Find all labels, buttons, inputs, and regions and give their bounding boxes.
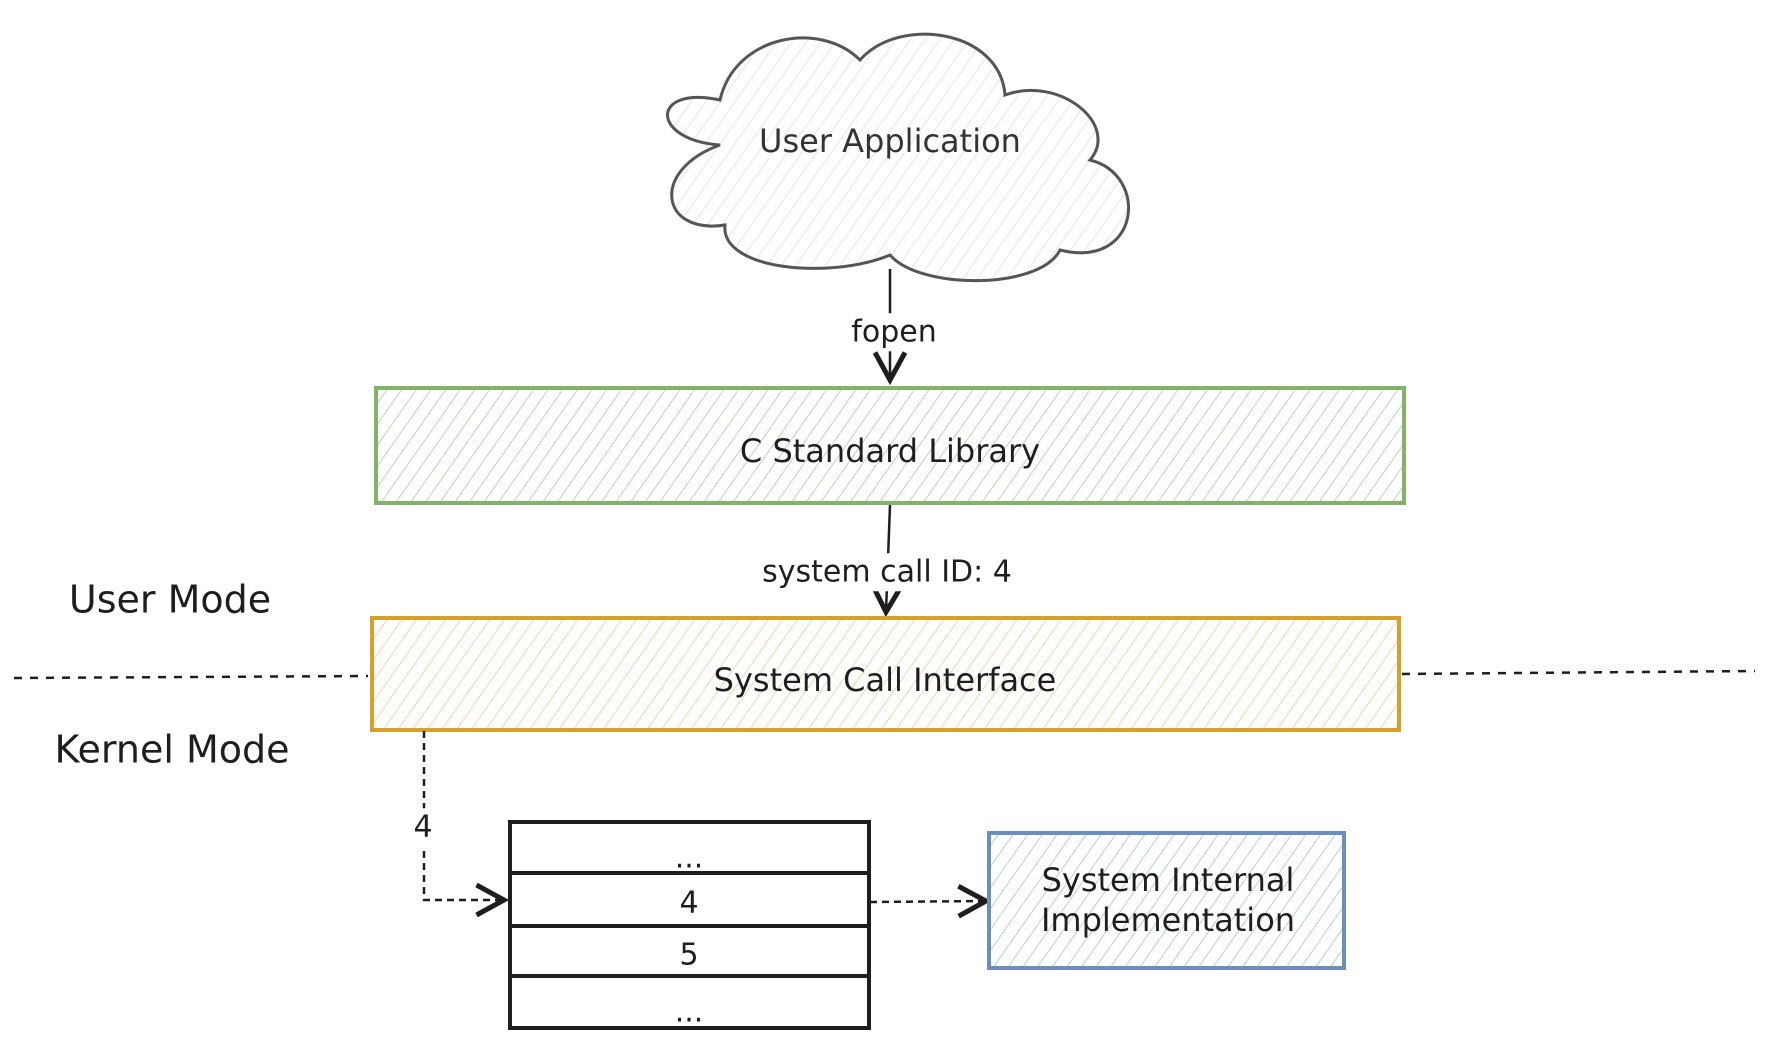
table-cell: ... <box>674 994 704 1030</box>
label-line-2: Implementation <box>1040 901 1296 939</box>
kernel-mode-label: Kernel Mode <box>54 727 290 772</box>
mode-divider-left <box>13 674 369 680</box>
syscall-table <box>508 820 871 1030</box>
user-application-label: User Application <box>759 122 1021 160</box>
table-cell: ... <box>674 840 704 876</box>
mode-divider-right <box>1401 669 1756 676</box>
user-mode-label: User Mode <box>68 577 272 622</box>
system-call-interface-box[interactable] <box>370 616 1401 732</box>
fopen-label: fopen <box>851 313 937 351</box>
implementation-arrow <box>869 901 986 902</box>
table-cell: 4 <box>679 885 699 921</box>
table-cell: 5 <box>679 937 699 973</box>
user-application-cloud[interactable] <box>666 32 1131 283</box>
system-call-interface-label: System Call Interface <box>713 661 1057 699</box>
label-line-1: System Internal <box>1041 861 1295 899</box>
system-internal-implementation-box[interactable] <box>987 831 1346 970</box>
system-call-id-label: system call ID: 4 <box>762 553 1012 591</box>
c-standard-library-box[interactable] <box>374 386 1406 505</box>
table-row[interactable] <box>508 974 871 1030</box>
system-internal-implementation-label: System Internal Implementation <box>1041 860 1295 940</box>
c-standard-library-label: C Standard Library <box>739 432 1041 470</box>
dispatch-arrow <box>422 731 504 900</box>
lookup-index-label: 4 <box>413 808 433 846</box>
